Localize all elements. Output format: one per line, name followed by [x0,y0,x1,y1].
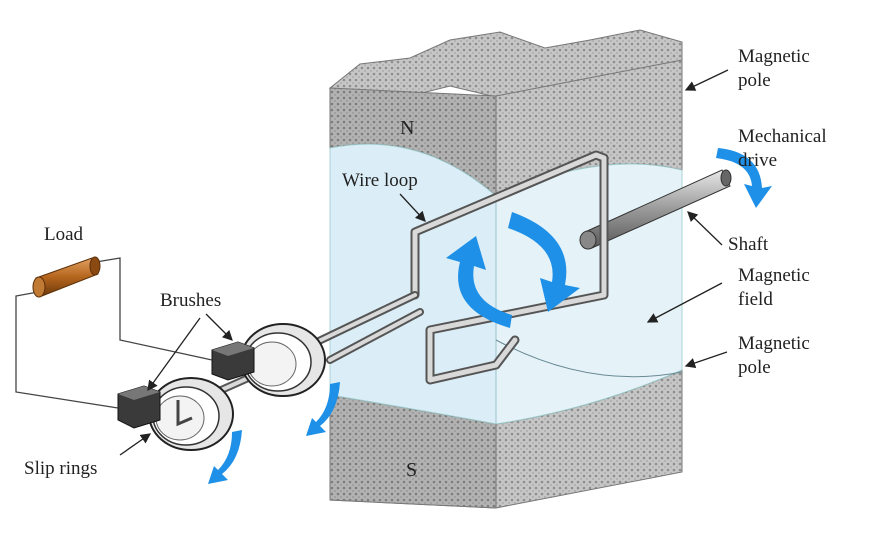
mechanical-drive-label-line2: drive [738,150,777,171]
slip-ring-back [240,323,326,397]
south-pole-letter: S [406,459,417,481]
load-resistor [32,256,101,298]
loop-rotation-arrow-down-icon [508,212,580,312]
front-drive-arrow-icon [306,382,340,436]
wire-loop-label: Wire loop [342,170,418,191]
magnetic-pole-top-label-line2: pole [738,70,771,91]
mechanical-drive-arrow-icon [716,148,772,208]
magnetic-field-label-line1: Magnetic [738,265,810,286]
loop-rotation-arrow-up-icon [446,236,512,328]
brush-back [211,341,255,381]
brush-front [117,385,161,429]
shaft [579,169,732,250]
magnetic-pole-bottom-label-line2: pole [738,357,771,378]
mechanical-drive-label-line1: Mechanical [738,126,827,147]
brushes-label: Brushes [160,290,221,311]
magnetic-pole-top-label-line1: Magnetic [738,46,810,67]
label-pointers [119,69,729,456]
slip-rings-label: Slip rings [24,458,97,479]
magnetic-field-label-line2: field [738,289,773,310]
north-pole-letter: N [400,117,414,139]
top-magnetic-pole [328,29,683,198]
slip-ring-front [148,377,234,451]
rotation-arrows [208,148,772,484]
load-label: Load [44,224,84,245]
magnetic-pole-bottom-label-line1: Magnetic [738,333,810,354]
slip-ring-arrow-icon [208,430,242,484]
load-circuit-wires [15,257,213,409]
shaft-label: Shaft [728,234,769,255]
